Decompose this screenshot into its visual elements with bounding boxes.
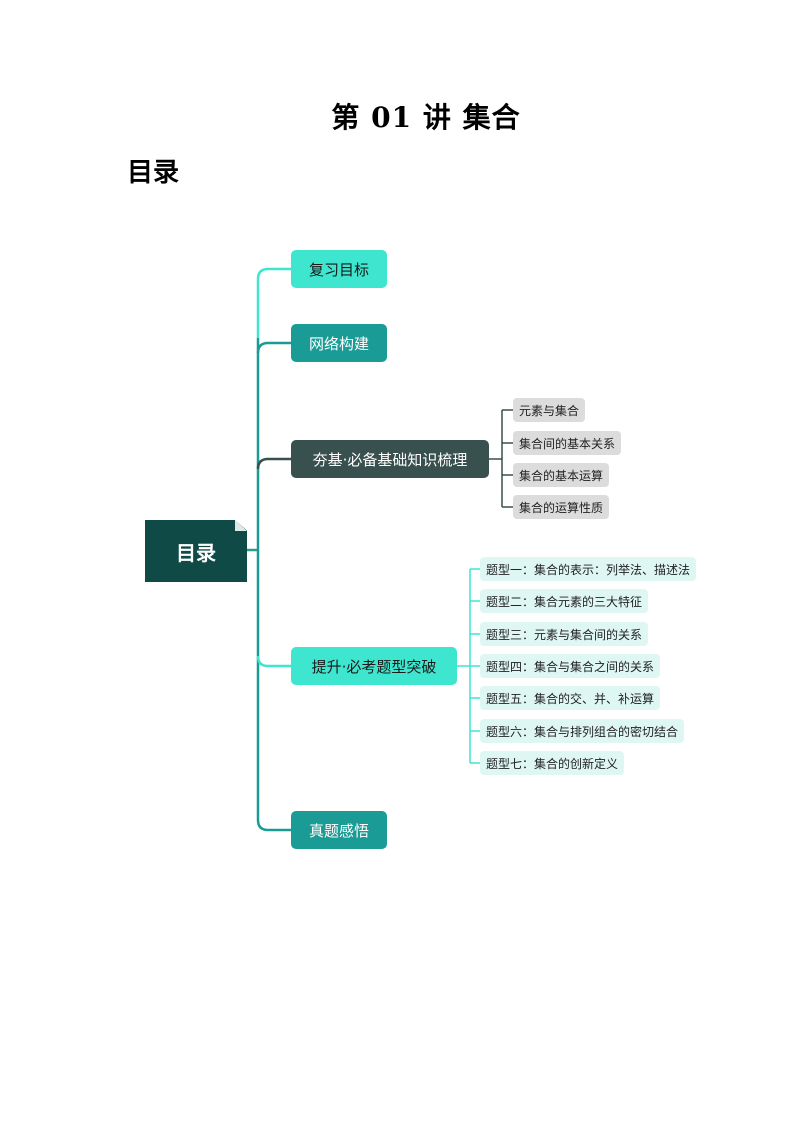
leaf-basic-1: 元素与集合 — [513, 398, 586, 422]
branch-basic-knowledge: 夯基·必备基础知识梳理 — [291, 440, 489, 478]
leaf-basic-4: 集合的运算性质 — [513, 495, 610, 519]
leaf-type-7: 题型七：集合的创新定义 — [480, 751, 625, 775]
root-folded-corner — [235, 520, 247, 531]
branch-review-goals: 复习目标 — [291, 250, 387, 288]
leaf-basic-3: 集合的基本运算 — [513, 463, 610, 487]
leaf-type-5: 题型五：集合的交、并、补运算 — [480, 686, 661, 710]
branch-exam-insight: 真题感悟 — [291, 811, 387, 849]
leaf-type-2: 题型二：集合元素的三大特征 — [480, 589, 649, 613]
leaf-type-3: 题型三：元素与集合间的关系 — [480, 622, 649, 646]
leaf-type-4: 题型四：集合与集合之间的关系 — [480, 654, 661, 678]
branch-question-types: 提升·必考题型突破 — [291, 647, 457, 685]
mindmap-root: 目录 — [145, 520, 247, 582]
leaf-basic-2: 集合间的基本关系 — [513, 431, 622, 455]
branch-network-building: 网络构建 — [291, 324, 387, 362]
toc-heading: 目录 — [127, 158, 180, 188]
leaf-type-1: 题型一：集合的表示：列举法、描述法 — [480, 557, 697, 581]
page-title: 第 01 讲 集合 — [331, 101, 521, 134]
leaf-type-6: 题型六：集合与排列组合的密切结合 — [480, 719, 685, 743]
